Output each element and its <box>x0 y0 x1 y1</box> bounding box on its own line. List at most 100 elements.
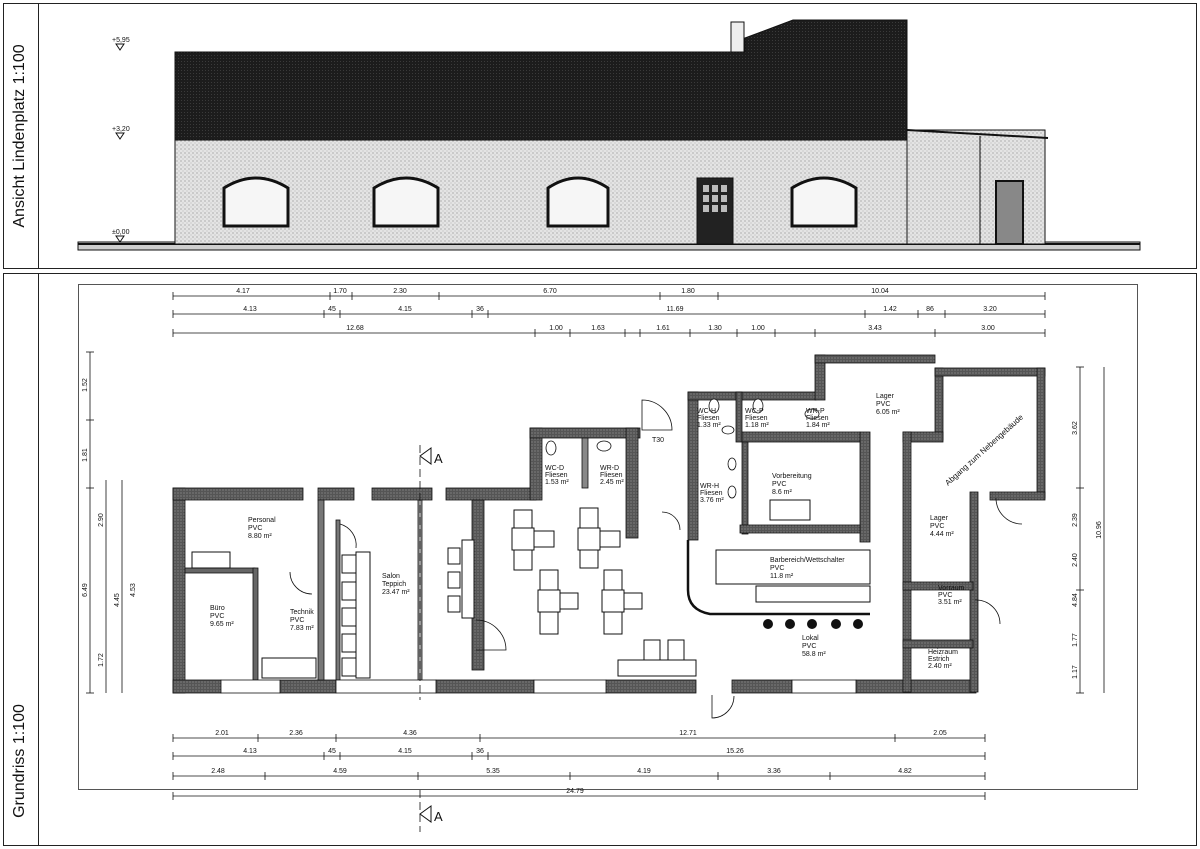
svg-text:1.53 m²: 1.53 m² <box>545 479 569 486</box>
svg-text:Fliesen: Fliesen <box>545 472 568 479</box>
svg-text:2.30: 2.30 <box>393 288 407 295</box>
vertical-dimension-labels: 1.52 1.81 6.49 2.90 4.45 4.53 1.72 3.62 … <box>82 378 1103 679</box>
svg-text:4.13: 4.13 <box>243 748 257 755</box>
annex-door <box>995 180 1024 245</box>
section-marker-top: A <box>419 445 443 700</box>
window-4 <box>790 176 858 228</box>
svg-text:6.05 m²: 6.05 m² <box>876 409 900 416</box>
svg-text:4.17: 4.17 <box>236 288 250 295</box>
svg-text:8.80 m²: 8.80 m² <box>248 533 272 540</box>
svg-text:4.82: 4.82 <box>898 768 912 775</box>
svg-text:5.35: 5.35 <box>486 768 500 775</box>
table-2 <box>577 527 601 551</box>
section-marker-bottom: A <box>419 790 443 832</box>
svg-text:1.52: 1.52 <box>82 378 89 392</box>
svg-text:2.40 m²: 2.40 m² <box>928 663 952 670</box>
svg-text:1.00: 1.00 <box>751 325 765 332</box>
bar-counter <box>686 540 870 616</box>
level-markers: +5,95 +3,20 ±0,00 <box>112 37 130 243</box>
svg-text:9.65 m²: 9.65 m² <box>210 621 234 628</box>
svg-text:1.80: 1.80 <box>681 288 695 295</box>
level-top: +5,95 <box>112 37 130 44</box>
svg-text:12.71: 12.71 <box>679 730 697 737</box>
windows-plan <box>220 679 857 694</box>
svg-text:4.44 m²: 4.44 m² <box>930 531 954 538</box>
svg-text:1.72: 1.72 <box>98 653 105 667</box>
svg-text:A: A <box>434 451 443 466</box>
svg-text:2.36: 2.36 <box>289 730 303 737</box>
svg-text:2.45 m²: 2.45 m² <box>600 479 624 486</box>
svg-text:Fliesen: Fliesen <box>745 415 768 422</box>
svg-text:Lokal: Lokal <box>802 635 819 642</box>
main-roof <box>174 19 908 141</box>
svg-text:36: 36 <box>476 748 484 755</box>
svg-text:4.53: 4.53 <box>130 583 137 597</box>
svg-text:10.04: 10.04 <box>871 288 889 295</box>
svg-text:4.15: 4.15 <box>398 306 412 313</box>
svg-text:4.45: 4.45 <box>114 593 121 607</box>
svg-text:2.01: 2.01 <box>215 730 229 737</box>
svg-text:2.39: 2.39 <box>1072 513 1079 527</box>
svg-text:Lager: Lager <box>930 515 949 522</box>
plan-inner-border <box>78 284 1138 790</box>
svg-text:Personal: Personal <box>248 517 276 524</box>
svg-text:1.42: 1.42 <box>883 306 897 313</box>
wc-fixtures <box>545 398 820 499</box>
chimney <box>730 21 745 53</box>
svg-text:1.70: 1.70 <box>333 288 347 295</box>
svg-text:11.8 m²: 11.8 m² <box>770 573 794 580</box>
svg-text:4.59: 4.59 <box>333 768 347 775</box>
svg-text:PVC: PVC <box>938 592 952 599</box>
svg-text:1.33 m²: 1.33 m² <box>697 422 721 429</box>
dimension-labels: 4.17 1.70 2.30 6.70 1.80 10.04 4.13 45 4… <box>211 288 997 795</box>
svg-text:PVC: PVC <box>770 565 784 572</box>
annex-label: Abgang zum Nebengebäude <box>943 412 1025 487</box>
svg-text:2.40: 2.40 <box>1072 553 1079 567</box>
svg-text:3.36: 3.36 <box>767 768 781 775</box>
level-eave: +3,20 <box>112 126 130 133</box>
svg-text:4.36: 4.36 <box>403 730 417 737</box>
svg-text:45: 45 <box>328 306 336 313</box>
svg-text:3.00: 3.00 <box>981 325 995 332</box>
svg-text:8.6 m²: 8.6 m² <box>772 489 793 496</box>
svg-text:6.49: 6.49 <box>82 583 89 597</box>
svg-text:23.47 m²: 23.47 m² <box>382 589 410 596</box>
svg-text:1.18 m²: 1.18 m² <box>745 422 769 429</box>
svg-text:1.63: 1.63 <box>591 325 605 332</box>
window-2 <box>372 176 440 228</box>
svg-text:Vorbereitung: Vorbereitung <box>772 473 812 480</box>
svg-text:45: 45 <box>328 748 336 755</box>
svg-text:24.79: 24.79 <box>566 788 584 795</box>
svg-text:1.17: 1.17 <box>1072 665 1079 679</box>
window-3 <box>546 176 610 228</box>
svg-text:PVC: PVC <box>290 617 304 624</box>
svg-text:1.84 m²: 1.84 m² <box>806 422 830 429</box>
svg-text:WC-D: WC-D <box>545 465 564 472</box>
arched-windows <box>222 176 858 228</box>
svg-text:11.69: 11.69 <box>667 306 684 313</box>
elevation-drawing: +5,95 +3,20 ±0,00 <box>77 19 1141 251</box>
svg-text:PVC: PVC <box>210 613 224 620</box>
svg-text:Technik: Technik <box>290 609 314 616</box>
door-swings <box>289 399 1023 719</box>
svg-text:Büro: Büro <box>210 605 225 612</box>
door-t30: T30 <box>652 437 664 444</box>
svg-text:1.00: 1.00 <box>549 325 563 332</box>
furniture <box>191 499 871 679</box>
svg-text:PVC: PVC <box>248 525 262 532</box>
svg-text:WR-H: WR-H <box>700 483 719 490</box>
elevation-label-box <box>3 3 39 269</box>
svg-text:PVC: PVC <box>930 523 944 530</box>
svg-text:Fliesen: Fliesen <box>600 472 623 479</box>
plan-label-box <box>3 273 39 846</box>
